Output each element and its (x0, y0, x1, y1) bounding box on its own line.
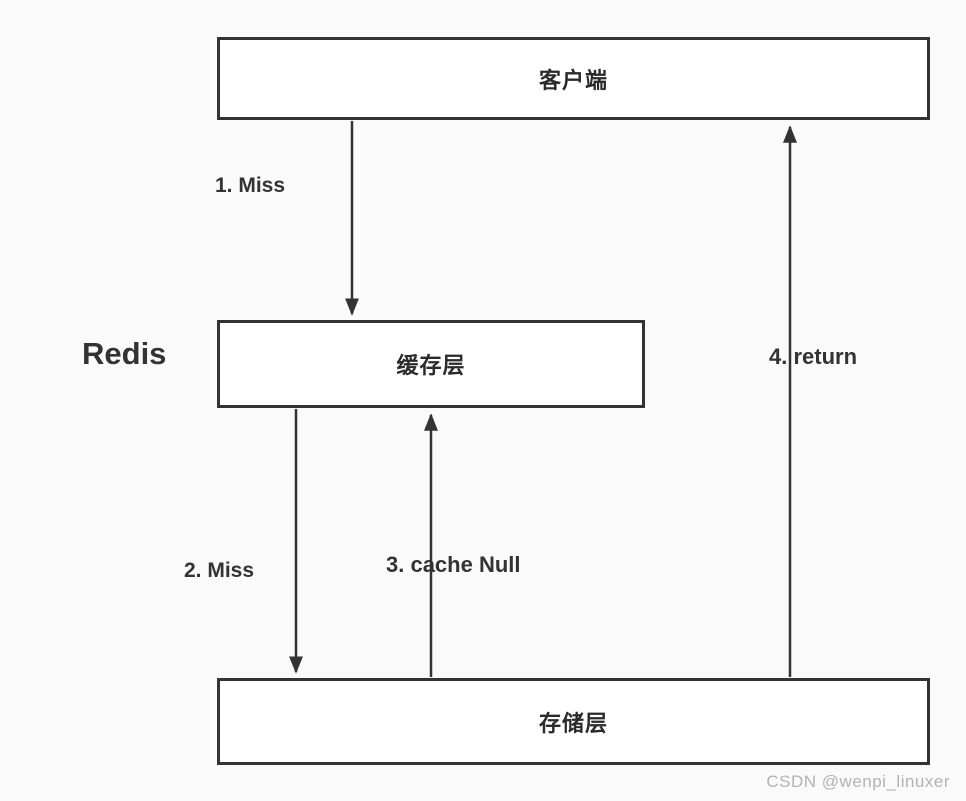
cache-box-label: 缓存层 (396, 353, 466, 378)
client-box: 客户端 (217, 37, 930, 120)
storage-box-label: 存储层 (538, 710, 608, 736)
arrow-3-label: 3. cache Null (386, 552, 521, 577)
storage-box: 存储层 (217, 678, 930, 765)
cache-box: 缓存层 (217, 320, 645, 408)
arrow-4-label: 4. return (769, 344, 858, 369)
watermark: CSDN @wenpi_linuxer (766, 772, 950, 791)
client-box-label: 客户端 (538, 67, 608, 93)
arrow-2-label: 2. Miss (184, 559, 255, 582)
arrow-1-label: 1. Miss (215, 174, 286, 197)
redis-label: Redis (82, 336, 167, 371)
